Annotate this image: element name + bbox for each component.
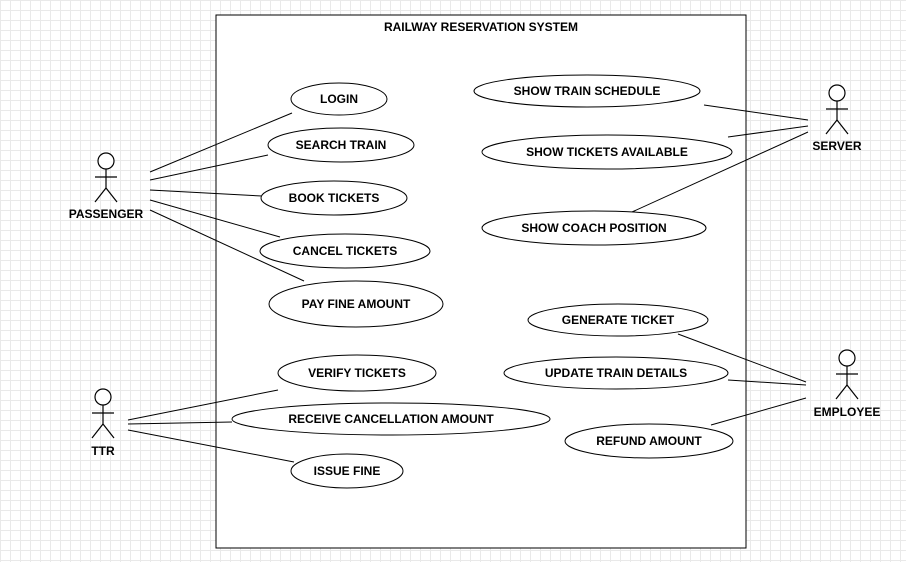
use-case-ellipse (481, 210, 707, 246)
use-case-label: SHOW TRAIN SCHEDULE (514, 84, 661, 98)
actor-head (97, 152, 115, 170)
assoc-ttr-receive-cancellation (127, 421, 233, 425)
use-case-ellipse (277, 354, 437, 392)
use-case-label: RECEIVE CANCELLATION AMOUNT (288, 412, 494, 426)
actor-head (94, 388, 112, 406)
use-case-pay-fine-amount[interactable]: PAY FINE AMOUNT (268, 280, 444, 328)
actor-right-leg (102, 423, 115, 439)
use-case-label: GENERATE TICKET (562, 313, 675, 327)
assoc-passenger-cancel-tickets (149, 199, 281, 238)
use-case-ellipse (481, 134, 733, 170)
assoc-ttr-issue-fine (127, 429, 295, 463)
actor-left-leg (825, 119, 838, 135)
actor-right-leg (105, 187, 118, 203)
assoc-passenger-book-tickets (149, 189, 263, 197)
use-case-label: UPDATE TRAIN DETAILS (545, 366, 687, 380)
system-title: RAILWAY RESERVATION SYSTEM (384, 20, 578, 34)
use-case-ellipse (527, 303, 709, 337)
actor-right-leg (846, 384, 859, 400)
use-case-refund-amount[interactable]: REFUND AMOUNT (564, 423, 734, 459)
use-case-generate-ticket[interactable]: GENERATE TICKET (527, 303, 709, 337)
associations (127, 104, 809, 463)
use-case-label: ISSUE FINE (314, 464, 381, 478)
actor-label-ttr: TTR (91, 444, 115, 458)
assoc-server-show-tickets-available (727, 125, 809, 138)
actor-server[interactable]: SERVER (812, 84, 862, 153)
use-case-login[interactable]: LOGIN (290, 82, 388, 116)
use-case-ellipse (231, 402, 551, 436)
actor-label-employee: EMPLOYEE (814, 405, 881, 419)
use-case-ellipse (564, 423, 734, 459)
actor-label-server: SERVER (812, 139, 861, 153)
assoc-passenger-login (149, 112, 293, 173)
use-case-show-coach-position[interactable]: SHOW COACH POSITION (481, 210, 707, 246)
assoc-passenger-search-train (149, 154, 269, 181)
use-case-ellipse (290, 82, 388, 116)
actor-left-leg (835, 384, 848, 400)
use-case-label: SHOW COACH POSITION (521, 221, 666, 235)
actor-left-leg (94, 187, 107, 203)
assoc-server-show-coach-position (631, 131, 809, 213)
assoc-employee-update-train-details (727, 379, 807, 386)
actor-left-leg (91, 423, 104, 439)
use-case-label: SEARCH TRAIN (296, 138, 387, 152)
assoc-ttr-verify-tickets (127, 389, 279, 421)
use-case-label: REFUND AMOUNT (596, 434, 702, 448)
use-case-label: VERIFY TICKETS (308, 366, 406, 380)
use-case-ellipse (267, 127, 415, 163)
actor-head (828, 84, 846, 102)
use-case-ellipse (259, 233, 431, 269)
use-case-verify-tickets[interactable]: VERIFY TICKETS (277, 354, 437, 392)
assoc-employee-generate-ticket (677, 333, 807, 383)
use-case-ellipse (290, 453, 404, 489)
use-case-label: PAY FINE AMOUNT (302, 297, 411, 311)
use-case-search-train[interactable]: SEARCH TRAIN (267, 127, 415, 163)
assoc-employee-refund-amount (710, 397, 807, 426)
use-case-show-train-schedule[interactable]: SHOW TRAIN SCHEDULE (473, 74, 701, 108)
use-case-ellipse (503, 356, 729, 390)
actor-head (838, 349, 856, 367)
use-case-ellipse (473, 74, 701, 108)
use-case-receive-cancellation-amount[interactable]: RECEIVE CANCELLATION AMOUNT (231, 402, 551, 436)
actor-right-leg (836, 119, 849, 135)
use-case-label: SHOW TICKETS AVAILABLE (526, 145, 688, 159)
use-case-book-tickets[interactable]: BOOK TICKETS (260, 180, 408, 216)
actor-passenger[interactable]: PASSENGER (69, 152, 144, 221)
actor-employee[interactable]: EMPLOYEE (814, 349, 881, 419)
use-case-label: BOOK TICKETS (289, 191, 380, 205)
use-case-label: LOGIN (320, 92, 358, 106)
use-case-cancel-tickets[interactable]: CANCEL TICKETS (259, 233, 431, 269)
use-case-ellipse (260, 180, 408, 216)
actor-ttr[interactable]: TTR (91, 388, 115, 458)
assoc-passenger-pay-fine (149, 209, 305, 282)
assoc-server-show-train-schedule (703, 104, 809, 121)
actor-label-passenger: PASSENGER (69, 207, 144, 221)
use-case-issue-fine[interactable]: ISSUE FINE (290, 453, 404, 489)
use-case-label: CANCEL TICKETS (293, 244, 397, 258)
use-case-update-train-details[interactable]: UPDATE TRAIN DETAILS (503, 356, 729, 390)
use-case-ellipse (268, 280, 444, 328)
use-case-show-tickets-available[interactable]: SHOW TICKETS AVAILABLE (481, 134, 733, 170)
